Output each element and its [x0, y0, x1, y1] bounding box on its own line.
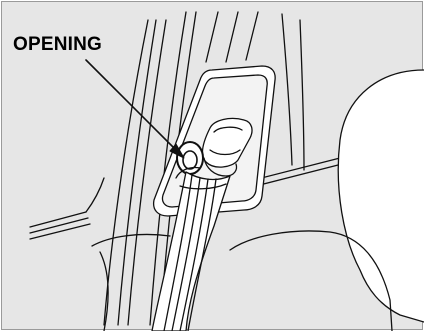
callout-label-opening: OPENING [13, 35, 102, 55]
opening-ring [177, 142, 203, 174]
